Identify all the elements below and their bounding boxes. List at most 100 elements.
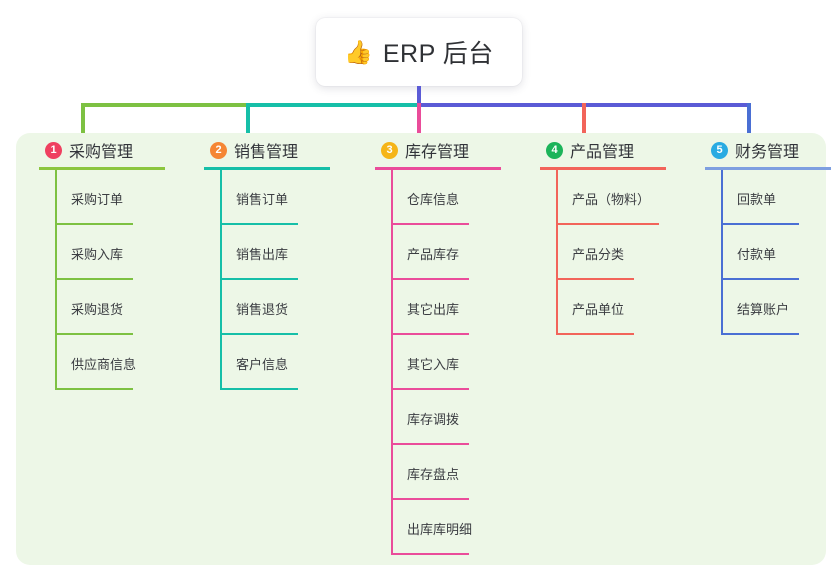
list-item-underline: [721, 333, 799, 335]
branch-item-list: 回款单付款单结算账户: [702, 170, 839, 335]
branch-index-badge: 1: [45, 141, 62, 159]
list-item-label: 销售退货: [236, 302, 289, 317]
drop-connector-1: [81, 103, 85, 141]
list-item[interactable]: 付款单: [702, 225, 839, 280]
list-item-label: 销售出库: [236, 247, 289, 262]
list-item-label: 采购入库: [71, 247, 124, 262]
branch-panel: 1 采购管理采购订单采购入库采购退货供应商信息 2 销售管理销售订单销售出库销售退货…: [16, 133, 831, 565]
branch-index-badge: 2: [210, 141, 227, 159]
list-item[interactable]: 回款单: [702, 170, 839, 225]
list-item-label: 产品单位: [572, 302, 625, 317]
branch-underline: [204, 167, 330, 170]
list-item-underline: [391, 223, 469, 225]
branch-spine: [721, 170, 723, 335]
root-node-title: ERP 后台: [382, 40, 494, 68]
branch-item-list: 采购订单采购入库采购退货供应商信息: [36, 170, 201, 390]
branch-index-badge: 5: [711, 141, 728, 159]
drop-connector-2: [246, 103, 250, 141]
list-item[interactable]: 结算账户: [702, 280, 839, 335]
list-item-underline: [721, 223, 799, 225]
list-item-label: 库存调拨: [407, 412, 460, 427]
branch-title: 库存管理: [405, 144, 470, 161]
branch-header-1[interactable]: 1 采购管理: [36, 133, 201, 167]
branch-title: 产品管理: [570, 144, 635, 161]
branch-column-2: 2 销售管理销售订单销售出库销售退货客户信息: [201, 133, 366, 390]
branch-header-5[interactable]: 5 财务管理: [702, 133, 839, 167]
branch-spine: [220, 170, 222, 390]
list-item-label: 采购退货: [71, 302, 124, 317]
list-item-underline: [220, 278, 298, 280]
list-item[interactable]: 其它入库: [372, 335, 537, 390]
branch-title: 采购管理: [69, 144, 134, 161]
list-item-label: 出库库明细: [407, 522, 473, 537]
branch-item-list: 销售订单销售出库销售退货客户信息: [201, 170, 366, 390]
list-item[interactable]: 产品单位: [537, 280, 702, 335]
list-item-underline: [391, 553, 469, 555]
list-item-underline: [391, 278, 469, 280]
list-item-label: 结算账户: [737, 302, 790, 317]
list-item[interactable]: 客户信息: [201, 335, 366, 390]
list-item[interactable]: 库存盘点: [372, 445, 537, 500]
branch-underline: [540, 167, 666, 170]
list-item-label: 其它入库: [407, 357, 460, 372]
list-item-label: 销售订单: [236, 192, 289, 207]
list-item-label: 其它出库: [407, 302, 460, 317]
branch-column-4: 4 产品管理产品（物料） 产品分类产品单位: [537, 133, 702, 335]
list-item[interactable]: 产品（物料）: [537, 170, 702, 225]
bus-segment-middle: [246, 103, 417, 107]
thumbs-up-icon: 👍: [344, 38, 373, 65]
list-item-label: 付款单: [737, 247, 777, 262]
branch-title: 销售管理: [234, 144, 299, 161]
branch-item-list: 产品（物料） 产品分类产品单位: [537, 170, 702, 335]
list-item[interactable]: 库存调拨: [372, 390, 537, 445]
list-item-label: 采购订单: [71, 192, 124, 207]
branch-spine: [391, 170, 393, 555]
list-item-underline: [556, 278, 634, 280]
list-item[interactable]: 采购订单: [36, 170, 201, 225]
list-item-underline: [721, 278, 799, 280]
root-node[interactable]: 👍 ERP 后台: [316, 18, 522, 86]
drop-connector-3: [417, 103, 421, 141]
list-item-underline: [220, 388, 298, 390]
branch-spine: [556, 170, 558, 335]
list-item[interactable]: 产品分类: [537, 225, 702, 280]
list-item[interactable]: 供应商信息: [36, 335, 201, 390]
list-item-label: 客户信息: [236, 357, 289, 372]
drop-connector-5: [747, 103, 751, 141]
list-item[interactable]: 产品库存: [372, 225, 537, 280]
branch-title: 财务管理: [735, 144, 800, 161]
list-item-underline: [556, 223, 659, 225]
list-item[interactable]: 仓库信息: [372, 170, 537, 225]
list-item-underline: [55, 278, 133, 280]
list-item-label: 产品库存: [407, 247, 460, 262]
list-item[interactable]: 销售订单: [201, 170, 366, 225]
branch-index-badge: 4: [546, 141, 563, 159]
list-item[interactable]: 出库库明细: [372, 500, 537, 555]
list-item[interactable]: 销售退货: [201, 280, 366, 335]
list-item-underline: [220, 333, 298, 335]
list-item[interactable]: 其它出库: [372, 280, 537, 335]
list-item-label: 回款单: [737, 192, 777, 207]
list-item-underline: [55, 223, 133, 225]
list-item[interactable]: 采购退货: [36, 280, 201, 335]
list-item-label: 产品（物料）: [572, 192, 651, 207]
branch-column-5: 5 财务管理回款单付款单结算账户: [702, 133, 839, 335]
list-item[interactable]: 销售出库: [201, 225, 366, 280]
list-item-label: 产品分类: [572, 247, 625, 262]
list-item-label: 供应商信息: [71, 357, 137, 372]
list-item[interactable]: 采购入库: [36, 225, 201, 280]
branch-column-3: 3 库存管理仓库信息产品库存其它出库其它入库库存调拨库存盘点出库库明细: [372, 133, 537, 555]
drop-connector-4: [582, 103, 586, 141]
branch-header-3[interactable]: 3 库存管理: [372, 133, 537, 167]
list-item-underline: [220, 223, 298, 225]
list-item-underline: [55, 333, 133, 335]
branch-spine: [55, 170, 57, 390]
branch-index-badge: 3: [381, 141, 398, 159]
branch-header-4[interactable]: 4 产品管理: [537, 133, 702, 167]
list-item-underline: [391, 388, 469, 390]
list-item-underline: [391, 333, 469, 335]
list-item-underline: [391, 443, 469, 445]
branch-underline: [39, 167, 165, 170]
branch-header-2[interactable]: 2 销售管理: [201, 133, 366, 167]
